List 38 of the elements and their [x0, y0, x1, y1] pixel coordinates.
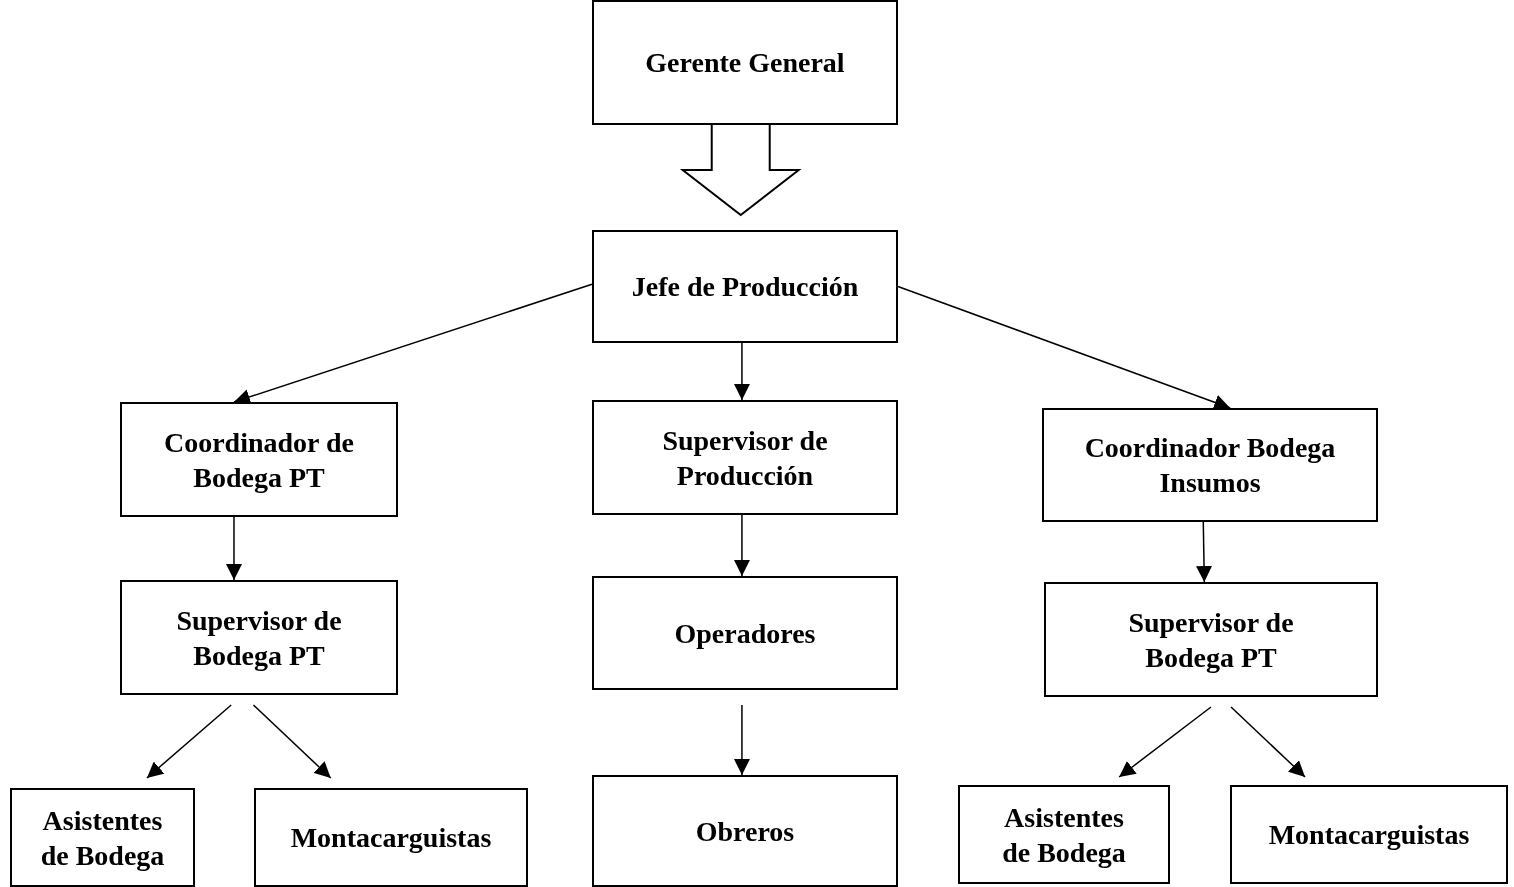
role-title: Coordinador Bodega Insumos	[1083, 431, 1337, 500]
org-box	[592, 0, 898, 125]
arrow	[897, 285, 1231, 410]
org-box	[1042, 408, 1378, 522]
arrow	[733, 342, 750, 401]
role-title: Jefe de Producción	[631, 270, 859, 304]
arrow	[1118, 706, 1212, 778]
arrow	[1230, 706, 1306, 778]
role-title: Montacarguistas	[290, 821, 492, 855]
arrow	[252, 704, 332, 779]
arrow	[146, 704, 232, 779]
org-box	[120, 580, 398, 695]
org-box	[10, 788, 195, 887]
block-arrow	[679, 124, 802, 217]
org-box	[592, 576, 898, 690]
org-box	[1230, 785, 1508, 884]
role-title: Coordinador de Bodega PT	[162, 425, 356, 495]
role-title: Asistentes de Bodega	[1001, 800, 1127, 870]
org-box	[592, 775, 898, 887]
role-title: Supervisor de Bodega PT	[175, 603, 343, 673]
role-title: Supervisor de Bodega PT	[1127, 605, 1295, 675]
org-box	[120, 402, 398, 517]
arrow	[226, 516, 242, 581]
role-title: Obreros	[695, 814, 795, 849]
role-title: Gerente General	[645, 46, 845, 80]
org-box	[592, 230, 898, 343]
role-title: Asistentes de Bodega	[39, 803, 166, 873]
arrow	[733, 514, 750, 577]
org-box	[592, 400, 898, 515]
org-box	[254, 788, 528, 887]
role-title: Operadores	[674, 616, 816, 651]
org-box	[1044, 582, 1378, 697]
arrow	[233, 283, 593, 405]
arrow	[733, 704, 750, 776]
role-title: Montacarguistas	[1268, 818, 1470, 852]
arrow	[1196, 521, 1213, 583]
role-title: Supervisor de Producción	[661, 423, 829, 493]
org-box	[958, 785, 1170, 884]
